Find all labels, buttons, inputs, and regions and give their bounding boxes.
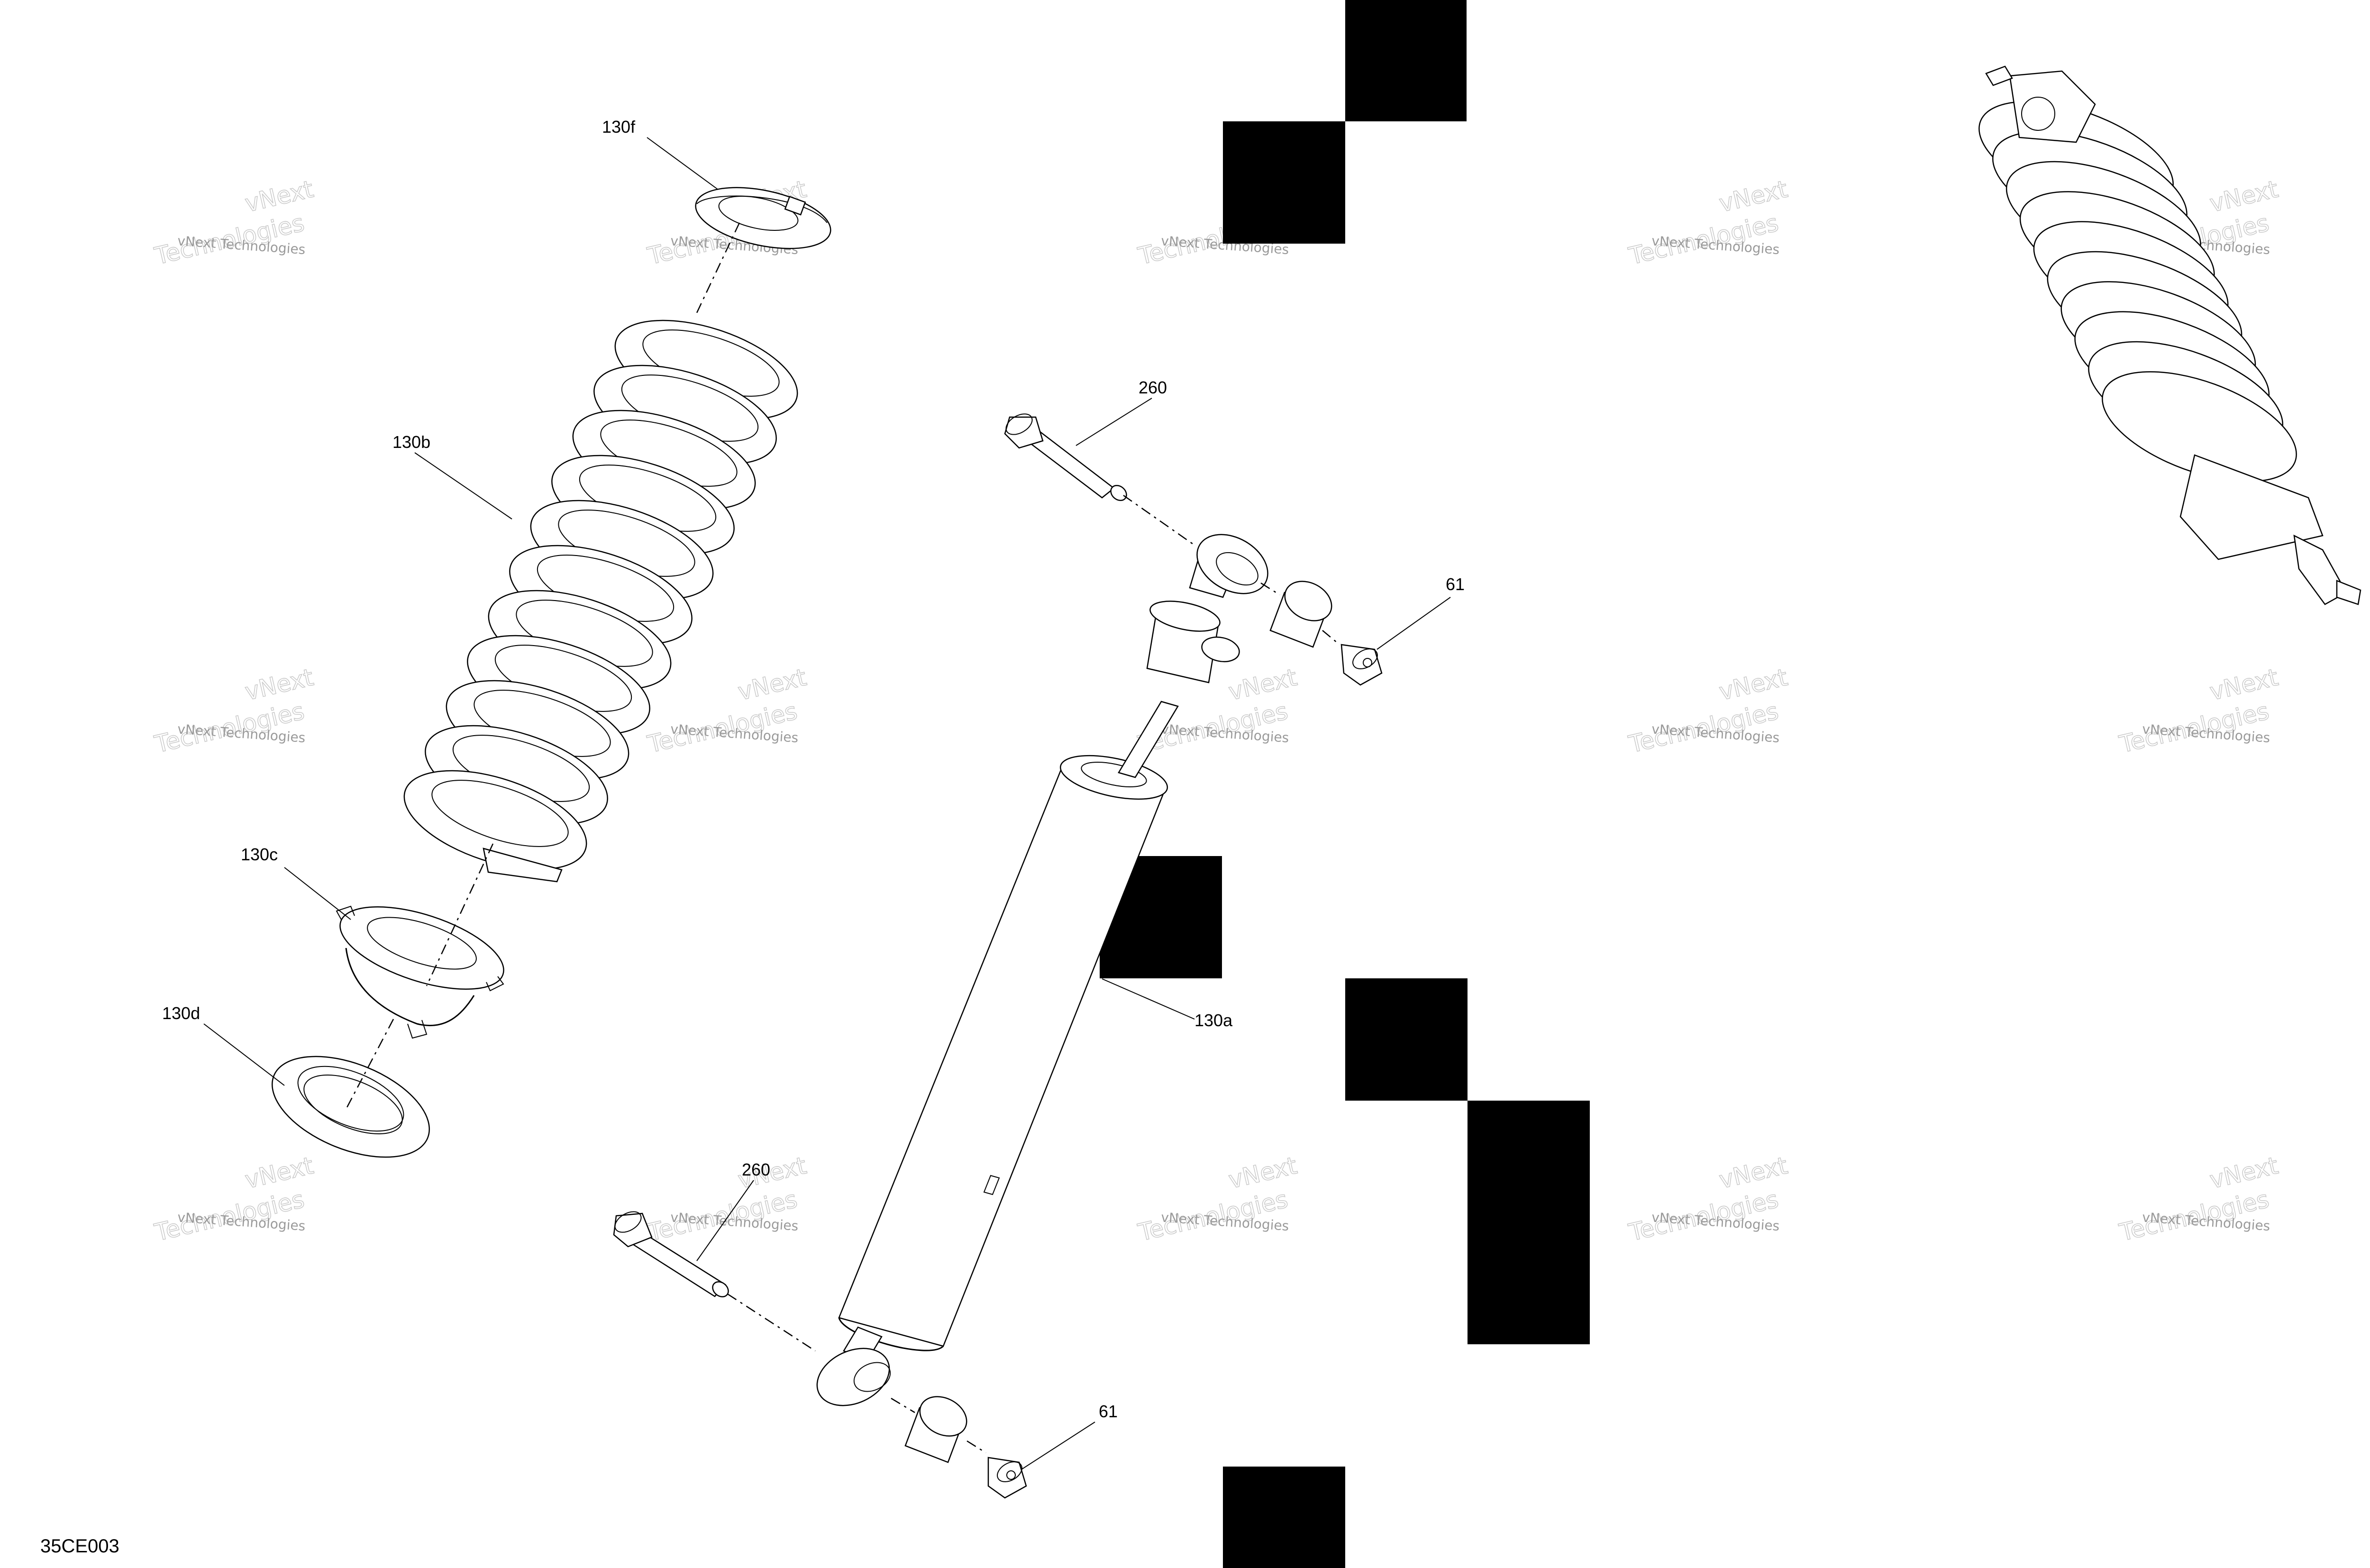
- diagram-code: 35CE003: [40, 1536, 119, 1557]
- redaction-block: [1345, 0, 1467, 121]
- spring-coil-inner: [431, 780, 569, 847]
- shock-absorber-130a: [816, 534, 1268, 1406]
- sleeve-top: [1269, 581, 1332, 648]
- bolt-axis-top: [1123, 494, 1337, 643]
- watermark-logo-text: vNext: [735, 664, 809, 706]
- redaction-block: [1345, 978, 1468, 1101]
- bolt-260-top: [1004, 413, 1127, 501]
- callout-130d: 130d: [162, 1003, 200, 1023]
- watermark-logo-text: vNext: [242, 1152, 316, 1194]
- coil-spring-130b: [403, 319, 798, 883]
- callout-130a: 130a: [1194, 1011, 1233, 1030]
- assembled-top-nut: [1985, 65, 2013, 86]
- assembled-lower-body: [2179, 454, 2324, 560]
- bolt-axis-bottom: [727, 1293, 986, 1454]
- watermark-logo-text: vNext: [1226, 1152, 1299, 1194]
- redaction-block: [1468, 1101, 1590, 1344]
- spring-seat-top-130f: [695, 187, 831, 249]
- spring-end: [483, 848, 563, 883]
- watermark-logo-text: vNext: [2207, 175, 2280, 218]
- assembled-bottom-nut: [2336, 580, 2361, 605]
- redaction-block: [1223, 1467, 1345, 1568]
- callout-130c: 130c: [241, 845, 278, 864]
- callout-260-top: 260: [1139, 378, 1167, 397]
- watermark-logo-text: vNext: [2207, 1152, 2280, 1194]
- watermark-logo-text: vNext: [242, 175, 316, 218]
- callout-130b: 130b: [392, 432, 430, 452]
- callout-61-bottom: 61: [1099, 1402, 1118, 1421]
- bolt-260-bottom: [613, 1211, 729, 1298]
- assembly-axis-spring: [345, 222, 740, 1110]
- redaction-blocks: [1100, 0, 1590, 1568]
- spring-coil: [403, 770, 587, 870]
- assembled-top-eye: [2009, 70, 2096, 143]
- callout-260-bottom: 260: [742, 1160, 770, 1179]
- callout-61-top: 61: [1446, 574, 1465, 594]
- assembled-top-bushing: [2021, 97, 2056, 131]
- watermark-logo-text: vNext: [1716, 664, 1790, 706]
- assembled-shock-view: [1978, 65, 2361, 605]
- redaction-block: [1223, 121, 1345, 244]
- callout-130f: 130f: [602, 117, 636, 137]
- assembled-spring-coil: [2102, 371, 2297, 482]
- spring-retainer-130c: [336, 905, 504, 1039]
- sleeve-bottom: [904, 1396, 967, 1463]
- watermark-logo-text: vNext: [242, 664, 316, 706]
- callout-leaders: [203, 137, 1451, 1470]
- nut-61-bottom: [987, 1457, 1027, 1499]
- lower-seat-ring-130d: [272, 1056, 430, 1158]
- watermark-logo-text: vNext: [1226, 664, 1299, 706]
- nut-61-top: [1340, 644, 1383, 686]
- watermark-logo-text: vNext: [1716, 1152, 1790, 1194]
- watermark-logo-text: vNext: [2207, 664, 2280, 706]
- assembled-lower-eye: [2293, 534, 2347, 605]
- watermark-logo-text: vNext: [1716, 175, 1790, 218]
